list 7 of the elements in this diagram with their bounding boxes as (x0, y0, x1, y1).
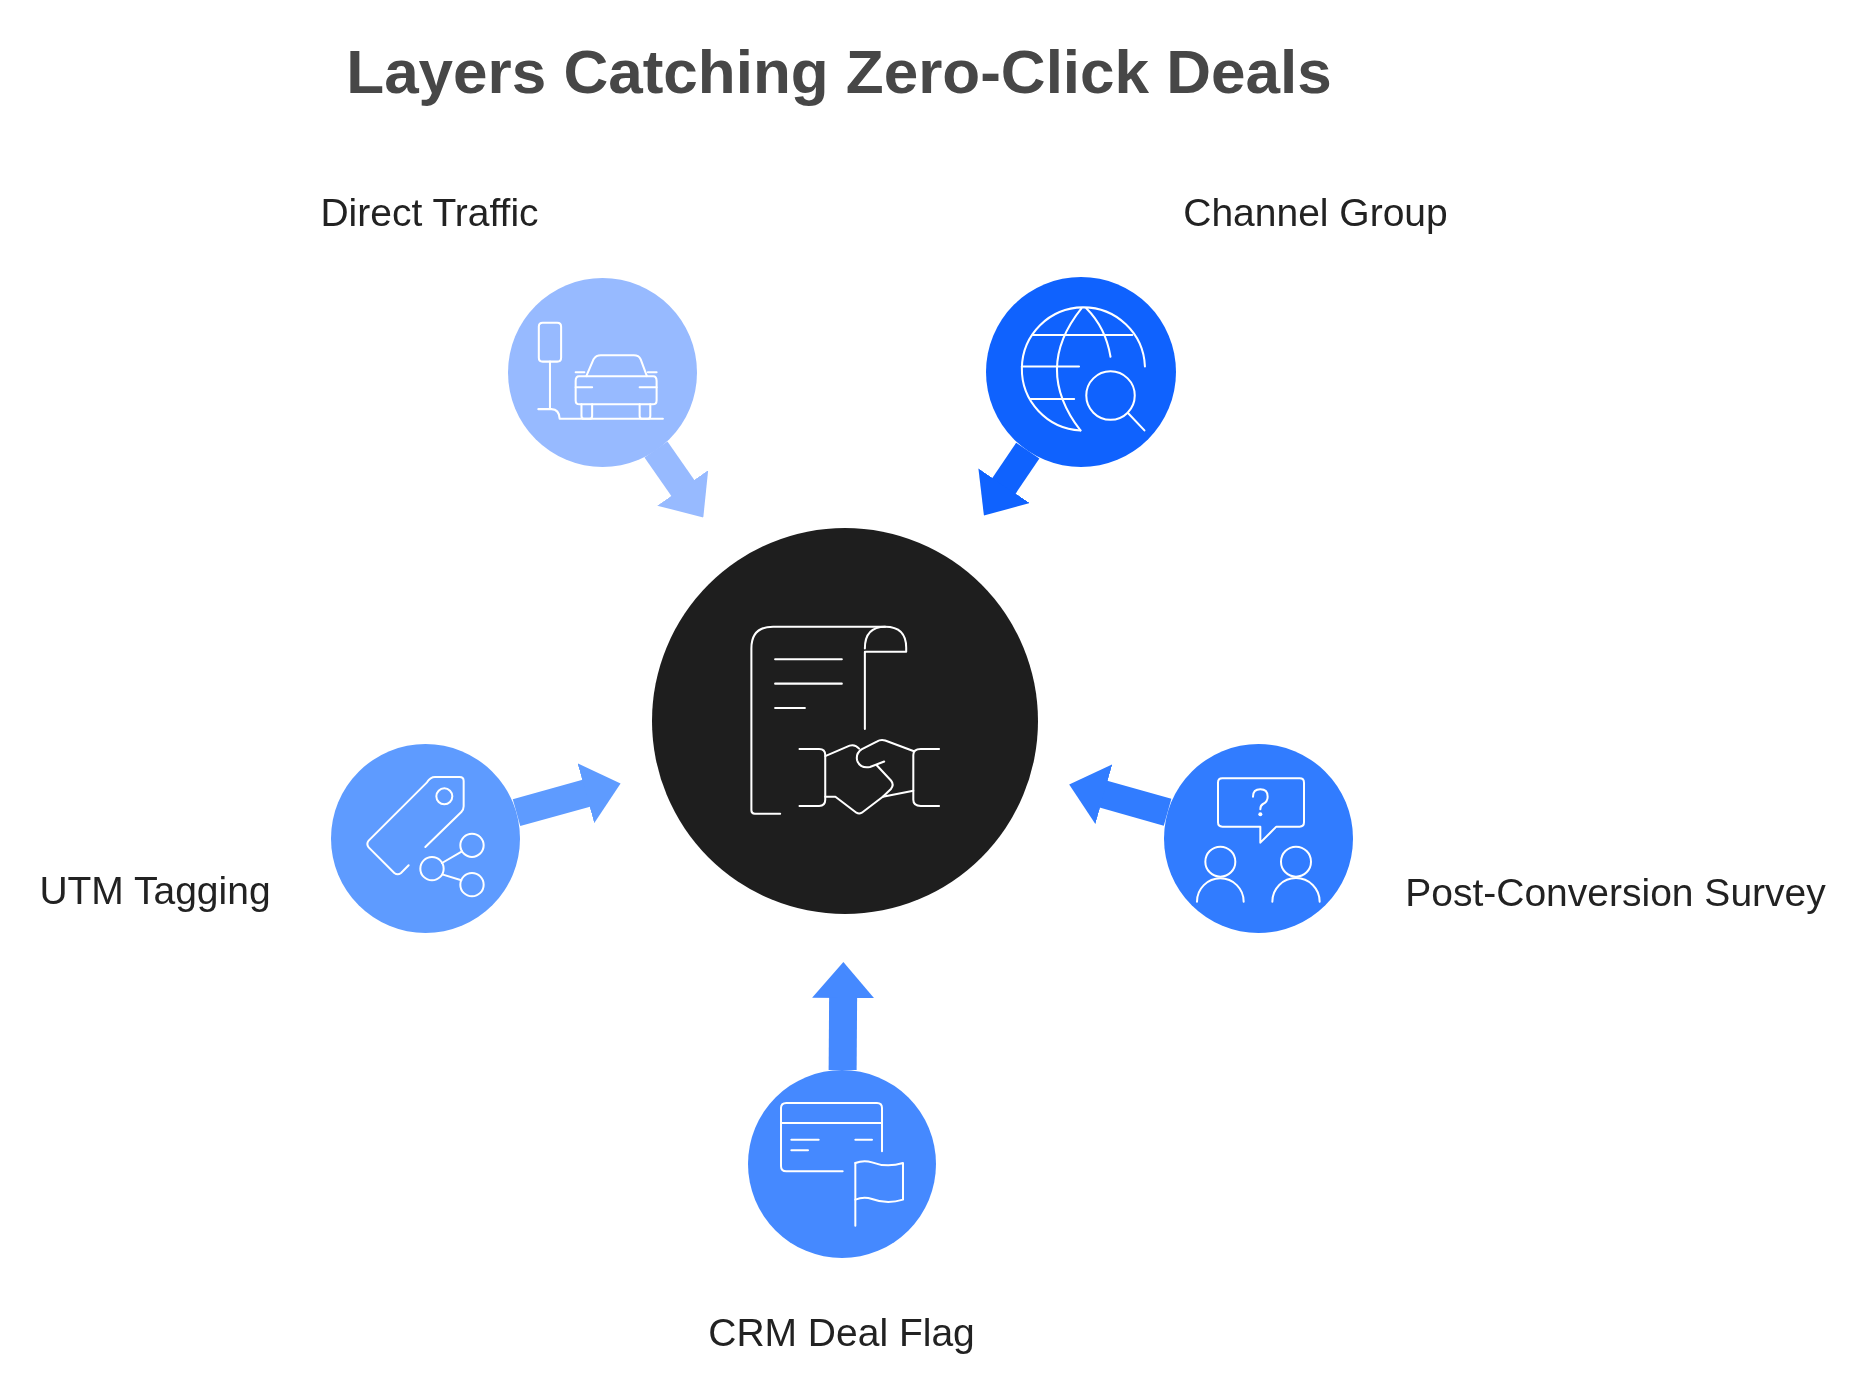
node-label: CRM Deal Flag (708, 1309, 975, 1356)
title: Layers Catching Zero-Click Deals (346, 36, 1332, 108)
node-label: Channel Group (1183, 189, 1448, 236)
node-label: Post-Conversion Survey (1405, 869, 1826, 916)
arrow (812, 961, 875, 1071)
node-label: UTM Tagging (39, 867, 271, 914)
node-label: Direct Traffic (320, 189, 539, 236)
